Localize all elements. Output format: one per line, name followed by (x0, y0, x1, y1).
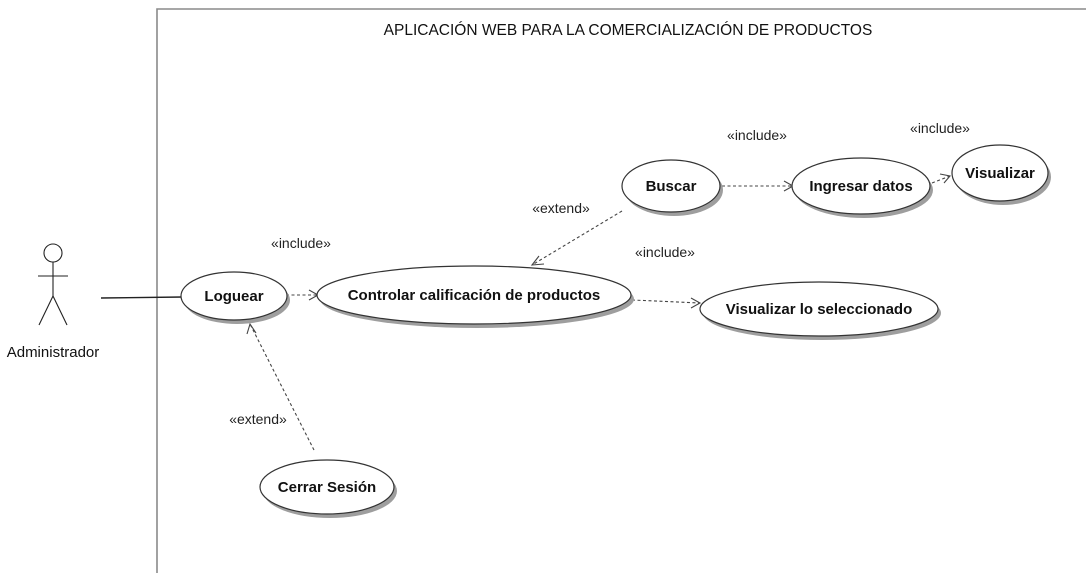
extend-arrow-cerrar-loguear (249, 323, 315, 451)
use-case-label: Ingresar datos (809, 178, 912, 195)
use-case-label: Loguear (204, 288, 263, 305)
use-case-label: Visualizar lo seleccionado (726, 301, 912, 318)
arrowhead (530, 255, 545, 266)
stereotype-include-buscar: «include» (727, 127, 787, 143)
arrowhead (939, 173, 952, 184)
extend-arrow-buscar-controlar (531, 210, 623, 266)
use-case-loguear: Loguear (180, 271, 290, 324)
arrowhead (690, 297, 702, 309)
use-case-buscar: Buscar (621, 159, 723, 216)
actor-label: Administrador (7, 344, 100, 361)
use-case-label: Controlar calificación de productos (348, 287, 601, 304)
use-case-cerrar-sesion: Cerrar Sesión (259, 459, 397, 518)
include-arrow-controlar-visualizar-sel (631, 299, 701, 304)
stereotype-include-loguear: «include» (271, 235, 331, 251)
stereotype-extend-cerrar: «extend» (229, 411, 287, 427)
stereotype-include-controlar: «include» (635, 244, 695, 260)
actor-head (43, 243, 63, 263)
system-title: APLICACIÓN WEB PARA LA COMERCIALIZACIÓN … (384, 22, 873, 39)
actor-administrador: Administrador (7, 243, 100, 361)
arrowhead (246, 322, 257, 335)
actor-left-leg (38, 295, 54, 326)
relationships (246, 173, 952, 451)
use-case-ingresar-datos: Ingresar datos (791, 157, 933, 218)
association-line (100, 296, 184, 299)
use-case-label: Visualizar (965, 165, 1035, 182)
use-case-controlar-calificacion: Controlar calificación de productos (316, 265, 634, 328)
system-boundary (156, 8, 1086, 573)
use-case-visualizar: Visualizar (951, 144, 1051, 205)
use-case-visualizar-seleccionado: Visualizar lo seleccionado (699, 281, 941, 340)
stereotype-include-ingresar: «include» (910, 120, 970, 136)
stereotype-extend-buscar: «extend» (532, 200, 590, 216)
actor-right-leg (52, 295, 68, 326)
use-case-label: Buscar (646, 178, 697, 195)
use-case-label: Cerrar Sesión (278, 479, 376, 496)
